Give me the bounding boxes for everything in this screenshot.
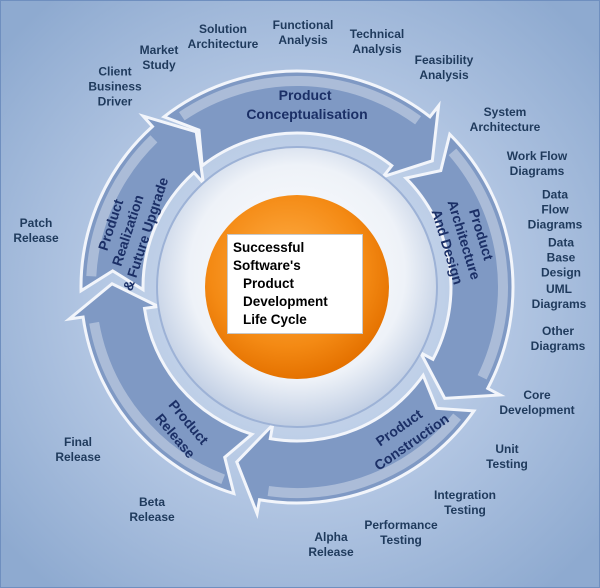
arrow-realization-highlight: [86, 135, 158, 277]
arrow-realization: [79, 113, 206, 294]
arrow-conceptualisation: [160, 69, 441, 180]
step-beta-release: Beta Release: [129, 495, 175, 524]
step-market-study: Market Study: [139, 43, 179, 72]
center-title-line: Life Cycle: [243, 312, 307, 327]
step-other-diagrams: Other Diagrams: [530, 324, 586, 353]
center-title-line: Product: [243, 276, 295, 291]
arrow-architecture-highlight: [448, 148, 508, 380]
step-performance-testing: Performance Testing: [364, 518, 438, 547]
step-core-development: Core Development: [499, 388, 575, 417]
step-patch-release: Patch Release: [13, 216, 59, 245]
step-uml-diagrams: UML Diagrams: [531, 282, 587, 311]
step-alpha-release: Alpha Release: [308, 530, 354, 559]
center-title-line: Development: [243, 294, 328, 309]
cycle-ring: [64, 69, 515, 520]
step-feasibility-analysis: Feasibility Analysis: [414, 53, 474, 82]
step-technical-analysis: Technical Analysis: [349, 27, 405, 56]
step-integration-testing: Integration Testing: [434, 488, 496, 517]
arrow-architecture: [402, 131, 515, 400]
step-solution-architecture: Solution Architecture: [187, 22, 259, 51]
center-title-line: Software's: [233, 258, 301, 273]
arrow-release-highlight: [89, 321, 225, 484]
step-functional-analysis: Functional Analysis: [272, 18, 334, 47]
center-title-box: Successful Software's Product Developmen…: [227, 234, 363, 334]
step-data-base-design: Data Base Design: [540, 235, 582, 280]
arrow-construction-highlight: [267, 413, 461, 498]
phase-conceptualisation: Product Conceptualisation: [246, 87, 367, 122]
step-client-business-driver: Client Business Driver: [88, 64, 142, 109]
center-title-line: Successful: [233, 240, 305, 255]
step-system-architecture: System Architecture: [469, 105, 541, 134]
arrow-conceptualisation-highlight: [179, 76, 422, 125]
arrow-construction: [235, 372, 477, 520]
step-unit-testing: Unit Testing: [486, 442, 528, 471]
step-final-release: Final Release: [55, 435, 101, 464]
step-work-flow-diagrams: Work Flow Diagrams: [506, 149, 568, 178]
step-data-flow-diagrams: Data Flow Diagrams: [527, 187, 583, 232]
arrow-release: [64, 281, 256, 496]
